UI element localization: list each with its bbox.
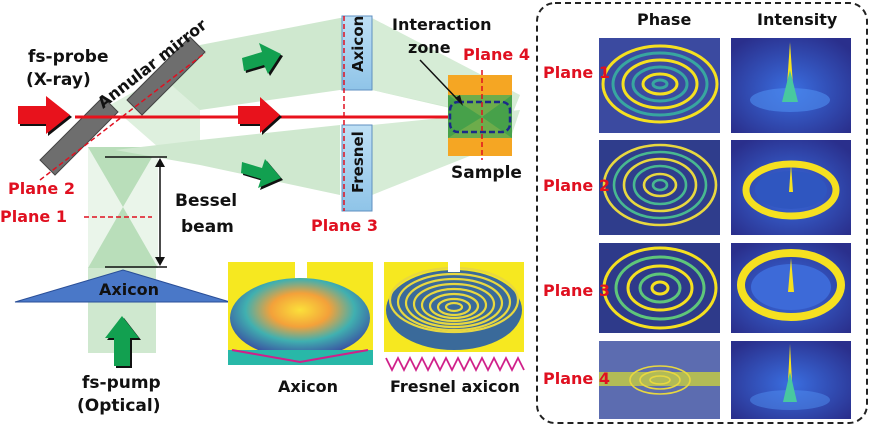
fresnel-profile-panel <box>384 262 525 373</box>
fresnel-vertical-label: Fresnel <box>349 131 367 193</box>
phase-tile-plane4 <box>599 341 720 419</box>
axicon-bottom-label: Axicon <box>99 280 159 299</box>
probe-arrow-left <box>18 96 72 136</box>
intensity-tile-plane1 <box>731 38 851 133</box>
fs-probe-label: fs-probe <box>28 47 109 67</box>
phase-tile-plane1 <box>599 38 720 133</box>
axicon-prism <box>14 269 231 303</box>
bessel-dimension <box>105 156 167 268</box>
sample-label: Sample <box>451 163 522 183</box>
axicon-element <box>341 15 373 91</box>
fresnel-element <box>341 124 373 212</box>
beam-label: beam <box>181 217 234 237</box>
bessel-label: Bessel <box>175 191 237 211</box>
row-label-plane2: Plane 2 <box>543 176 610 195</box>
plane3-label: Plane 3 <box>311 216 378 235</box>
fs-pump-label: fs-pump <box>82 373 161 393</box>
row-label-plane3: Plane 3 <box>543 281 610 300</box>
interaction-label: Interaction <box>392 15 492 34</box>
plane2-label: Plane 2 <box>8 179 75 198</box>
optical-label: (Optical) <box>77 396 161 416</box>
row-label-plane1: Plane 1 <box>543 63 610 82</box>
phase-tile-plane3 <box>599 243 720 333</box>
intensity-tile-plane3 <box>731 243 851 333</box>
zone-label: zone <box>408 38 451 57</box>
interaction-zone-box <box>448 100 512 134</box>
phase-column-header: Phase <box>637 10 691 29</box>
intensity-tile-plane2 <box>731 140 851 235</box>
fresnel-caption: Fresnel axicon <box>390 377 520 396</box>
probe-arrow-mid <box>238 97 282 135</box>
green-arrow-pump <box>105 316 141 368</box>
green-arrow-lower <box>241 159 283 190</box>
results-panel-frame <box>536 2 868 424</box>
green-arrow-upper <box>242 43 283 76</box>
xray-label: (X-ray) <box>26 70 91 90</box>
plane1-label: Plane 1 <box>0 207 67 226</box>
intensity-column-header: Intensity <box>757 10 838 29</box>
row-label-plane4: Plane 4 <box>543 369 610 388</box>
plane4-label: Plane 4 <box>463 45 530 64</box>
axicon-profile-panel <box>228 262 373 365</box>
intensity-tile-plane4 <box>731 341 851 419</box>
axicon-caption: Axicon <box>278 377 338 396</box>
axicon-vertical-label: Axicon <box>349 16 367 72</box>
phase-tile-plane2 <box>599 140 720 235</box>
